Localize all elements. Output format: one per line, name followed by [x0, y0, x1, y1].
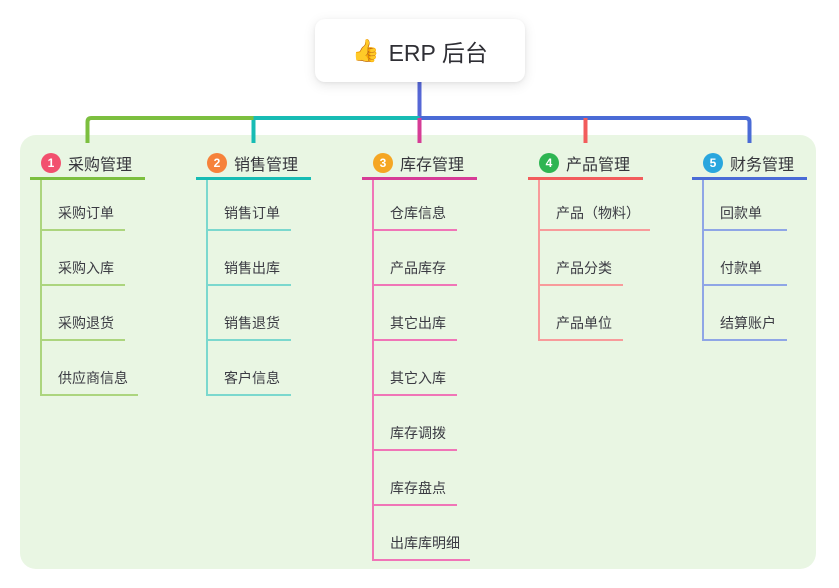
branch-number-badge: 1: [41, 152, 61, 173]
connector-lines: [85, 82, 752, 143]
branch-3: 3 库存管理仓库信息产品库存其它出库其它入库库存调拨库存盘点出库库明细: [362, 148, 477, 561]
branch-label: 采购管理: [68, 156, 133, 174]
branch-number-badge: 5: [703, 152, 723, 173]
branch-number-badge: 3: [373, 152, 393, 173]
branch-1: 1 采购管理采购订单采购入库采购退货供应商信息: [30, 148, 145, 396]
node-item[interactable]: 采购订单: [40, 196, 125, 231]
root-title: ERP 后台: [388, 39, 488, 66]
branch-connector-line: [702, 180, 704, 341]
branch-header-2[interactable]: 2 销售管理: [196, 148, 311, 180]
node-item[interactable]: 客户信息: [206, 361, 291, 396]
node-item[interactable]: 回款单: [702, 196, 787, 231]
branch-header-3[interactable]: 3 库存管理: [362, 148, 477, 180]
branch-connector-line: [40, 180, 42, 396]
branch-header-1[interactable]: 1 采购管理: [30, 148, 145, 180]
branch-label: 产品管理: [566, 156, 631, 174]
node-item[interactable]: 付款单: [702, 251, 787, 286]
background-panel: [20, 135, 816, 569]
node-item[interactable]: 出库库明细: [372, 526, 470, 561]
node-item[interactable]: 仓库信息: [372, 196, 457, 231]
branch-4: 4 产品管理产品（物料） 产品分类产品单位: [528, 148, 650, 341]
node-item[interactable]: 销售订单: [206, 196, 291, 231]
node-item[interactable]: 库存盘点: [372, 471, 457, 506]
branch-connector-line: [372, 180, 374, 561]
node-item[interactable]: 采购入库: [40, 251, 125, 286]
branch-5: 5 财务管理回款单付款单结算账户: [692, 148, 807, 341]
node-item[interactable]: 产品库存: [372, 251, 457, 286]
node-item[interactable]: 供应商信息: [40, 361, 138, 396]
branch-label: 财务管理: [730, 156, 795, 174]
node-item[interactable]: 产品（物料）: [538, 196, 650, 231]
node-item[interactable]: 销售出库: [206, 251, 291, 286]
node-item[interactable]: 销售退货: [206, 306, 291, 341]
node-item[interactable]: 产品单位: [538, 306, 623, 341]
branch-number-badge: 4: [539, 152, 559, 173]
branch-label: 库存管理: [400, 156, 465, 174]
branch-header-5[interactable]: 5 财务管理: [692, 148, 807, 180]
node-item[interactable]: 其它出库: [372, 306, 457, 341]
branch-number-badge: 2: [207, 152, 227, 173]
branch-header-4[interactable]: 4 产品管理: [528, 148, 643, 180]
thumbs-up-icon: 👍: [352, 37, 380, 63]
branch-connector-line: [206, 180, 208, 396]
node-item[interactable]: 其它入库: [372, 361, 457, 396]
node-item[interactable]: 产品分类: [538, 251, 623, 286]
branch-2: 2 销售管理销售订单销售出库销售退货客户信息: [196, 148, 311, 396]
root-node-erp[interactable]: 👍 ERP 后台: [315, 19, 525, 82]
branch-connector-line: [538, 180, 540, 341]
node-item[interactable]: 库存调拨: [372, 416, 457, 451]
branch-label: 销售管理: [234, 156, 299, 174]
node-item[interactable]: 采购退货: [40, 306, 125, 341]
node-item[interactable]: 结算账户: [702, 306, 787, 341]
